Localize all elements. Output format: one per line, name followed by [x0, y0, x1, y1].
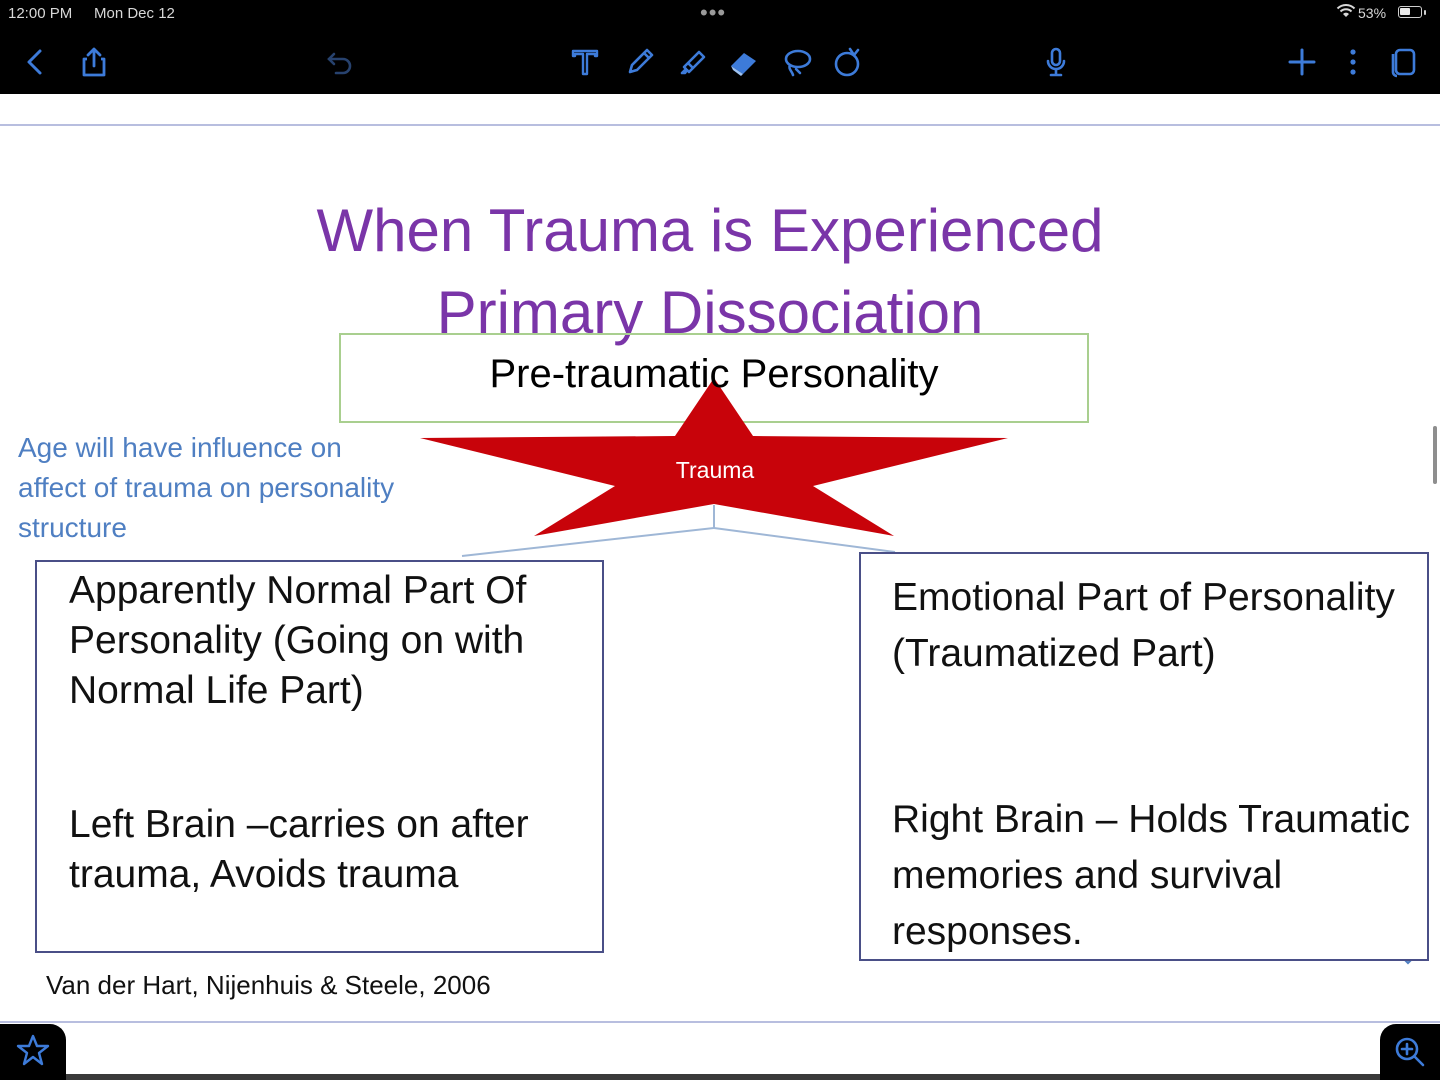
status-date: Mon Dec 12 [94, 5, 175, 22]
right-brain-description: Right Brain – Holds Traumatic memories a… [892, 798, 1411, 953]
add-icon[interactable] [1282, 42, 1322, 82]
undo-icon[interactable] [320, 42, 360, 82]
status-time: 12:00 PM [8, 5, 73, 22]
multitask-dots[interactable]: ••• [700, 0, 727, 25]
battery-fill [1400, 8, 1410, 15]
citation: Van der Hart, Nijenhuis & Steele, 2006 [46, 970, 491, 1000]
slide-title: When Trauma is Experienced Primary Disso… [200, 190, 1220, 354]
apparently-normal-part-box: Apparently Normal Part Of Personality (G… [35, 560, 604, 953]
share-icon[interactable] [74, 42, 114, 82]
top-toolbar: 12:00 PM Mon Dec 12 ••• 53% [0, 0, 1440, 94]
favorite-button[interactable] [0, 1024, 66, 1080]
battery-nub [1424, 10, 1426, 15]
pages-icon[interactable] [1384, 42, 1424, 82]
highlighter-icon[interactable] [673, 42, 713, 82]
star-outline-icon [15, 1032, 51, 1073]
emotional-part-heading: Emotional Part of Personality (Traumatiz… [892, 576, 1395, 675]
battery-percent: 53% [1358, 5, 1387, 21]
eraser-icon[interactable] [724, 42, 764, 82]
more-vertical-icon[interactable] [1333, 42, 1373, 82]
zoom-in-icon [1390, 1032, 1428, 1075]
zoom-button[interactable] [1380, 1024, 1440, 1080]
page-bottom-border [0, 1021, 1440, 1023]
back-chevron-icon[interactable] [15, 42, 55, 82]
lasso-icon[interactable] [777, 42, 817, 82]
microphone-icon[interactable] [1036, 42, 1076, 82]
trauma-star-icon [420, 378, 1008, 536]
bottom-divider [66, 1074, 1380, 1080]
emotional-part-box: Emotional Part of Personality (Traumatiz… [859, 552, 1429, 961]
apparently-normal-part-heading: Apparently Normal Part Of Personality (G… [69, 569, 527, 712]
battery-icon [1398, 6, 1422, 18]
trauma-label: Trauma [675, 457, 755, 483]
age-influence-note: Age will have influence on affect of tra… [18, 432, 395, 543]
wifi-icon [1336, 3, 1356, 24]
shape-icon[interactable] [828, 42, 868, 82]
page-top-border [0, 124, 1440, 126]
pen-icon[interactable] [620, 42, 660, 82]
text-tool-icon[interactable] [565, 42, 605, 82]
scrollbar-thumb[interactable] [1433, 426, 1437, 484]
pre-traumatic-label: Pre-traumatic Personality [489, 352, 939, 396]
slide-title-line1: When Trauma is Experienced [316, 197, 1104, 264]
left-brain-description: Left Brain –carries on after trauma, Avo… [69, 803, 529, 896]
